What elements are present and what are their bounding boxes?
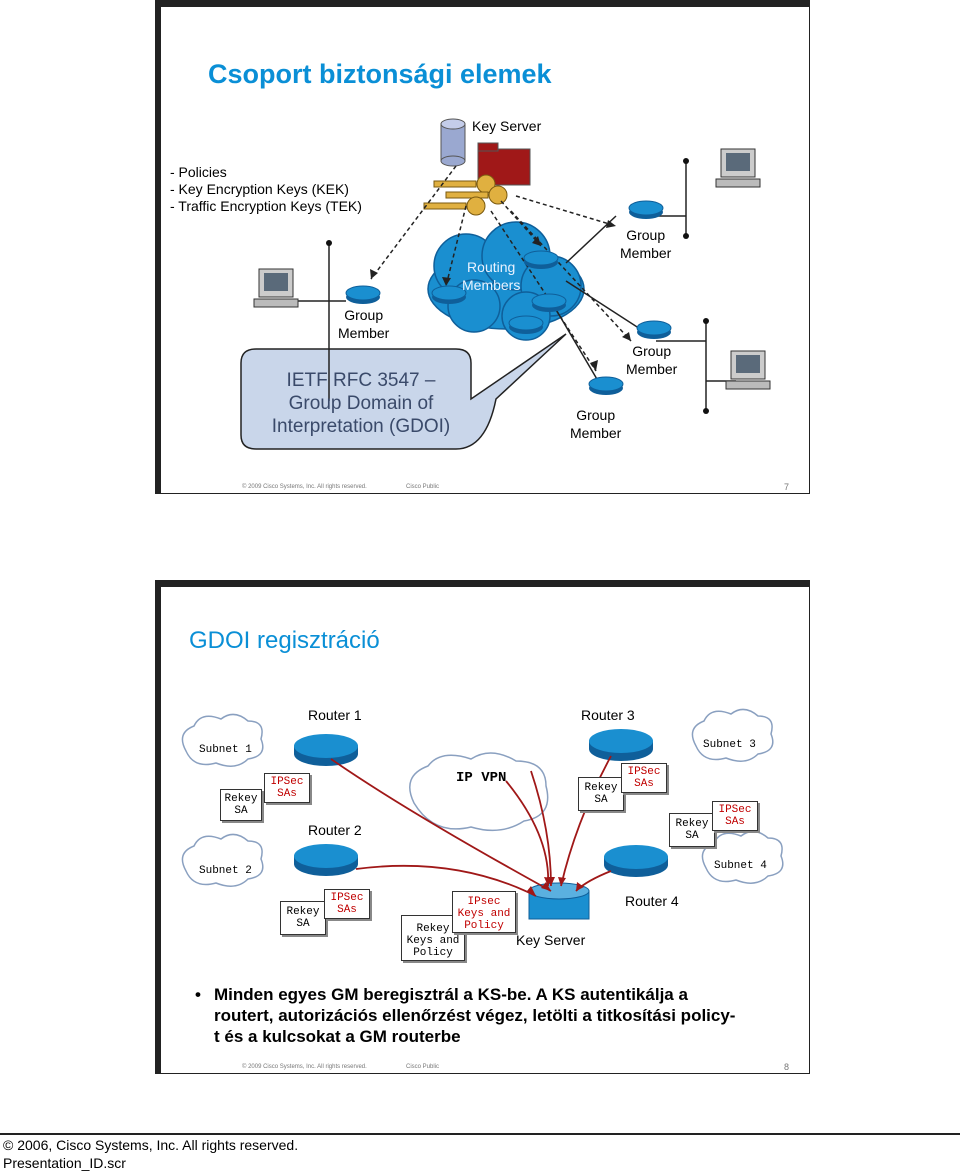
router-icons [345, 200, 672, 395]
bullet-dot: • [195, 985, 201, 1004]
slide-security-elements: Csoport biztonsági elemek [155, 0, 810, 494]
page-footer-copyright: © 2006, Cisco Systems, Inc. All rights r… [3, 1137, 299, 1153]
slide-left-bar [156, 1, 161, 493]
page-footer-divider [0, 1133, 960, 1135]
policy-item: - Traffic Encryption Keys (TEK) [170, 198, 362, 214]
policy-list: - Policies - Key Encryption Keys (KEK) -… [170, 164, 362, 215]
subnet-1-label: Subnet 1 [199, 744, 252, 756]
policy-item: - Key Encryption Keys (KEK) [170, 181, 349, 197]
slide-title: GDOI regisztráció [189, 627, 380, 654]
registration-diagram [181, 708, 784, 920]
key-server-database-icon [440, 118, 466, 167]
gdoi-callout-text: IETF RFC 3547 – Group Domain of Interpre… [271, 370, 451, 437]
key-distribution-arrows [370, 165, 632, 372]
computer-icon-left [253, 268, 299, 308]
router-3-label: Router 3 [581, 707, 635, 723]
page-footer-filename: Presentation_ID.scr [3, 1155, 126, 1171]
router-icons [294, 729, 668, 920]
subnet-4-label: Subnet 4 [714, 860, 767, 872]
slide-footer-public: Cisco Public [406, 484, 440, 490]
subnet-3-label: Subnet 3 [703, 739, 756, 751]
key-server-label: Key Server [472, 118, 542, 134]
slide-title: Csoport biztonsági elemek [208, 59, 552, 89]
slide-top-bar [156, 581, 809, 587]
routing-members-label: Routing Members [462, 259, 521, 293]
router-1-label: Router 1 [308, 707, 362, 723]
slide-gdoi-registration: GDOI regisztráció [155, 580, 810, 1074]
router-2-label: Router 2 [308, 822, 362, 838]
policy-item: - Policies [170, 164, 227, 180]
slide-page-number: 7 [784, 482, 790, 492]
keys-icon [423, 174, 508, 216]
key-server-label: Key Server [516, 932, 586, 948]
subnet-2-label: Subnet 2 [199, 865, 252, 877]
router-4-label: Router 4 [625, 893, 679, 909]
callout-bubble [240, 333, 567, 450]
slide-footer-public: Cisco Public [406, 1064, 440, 1070]
computer-icon-bottom-right [725, 350, 771, 390]
slide-footer-copyright: © 2009 Cisco Systems, Inc. All rights re… [242, 1064, 367, 1070]
ip-vpn-label: IP VPN [456, 770, 507, 786]
computer-icon-top-right [715, 148, 761, 188]
slide-footer-copyright: © 2009 Cisco Systems, Inc. All rights re… [242, 484, 367, 490]
gdoi-diagram [240, 118, 771, 450]
slide-top-bar [156, 1, 809, 7]
registration-bullet: • Minden egyes GM beregisztrál a KS-be. … [195, 985, 736, 1046]
slide-left-bar [156, 581, 161, 1073]
subnet-clouds [181, 708, 784, 887]
slide-page-number: 8 [784, 1062, 790, 1072]
